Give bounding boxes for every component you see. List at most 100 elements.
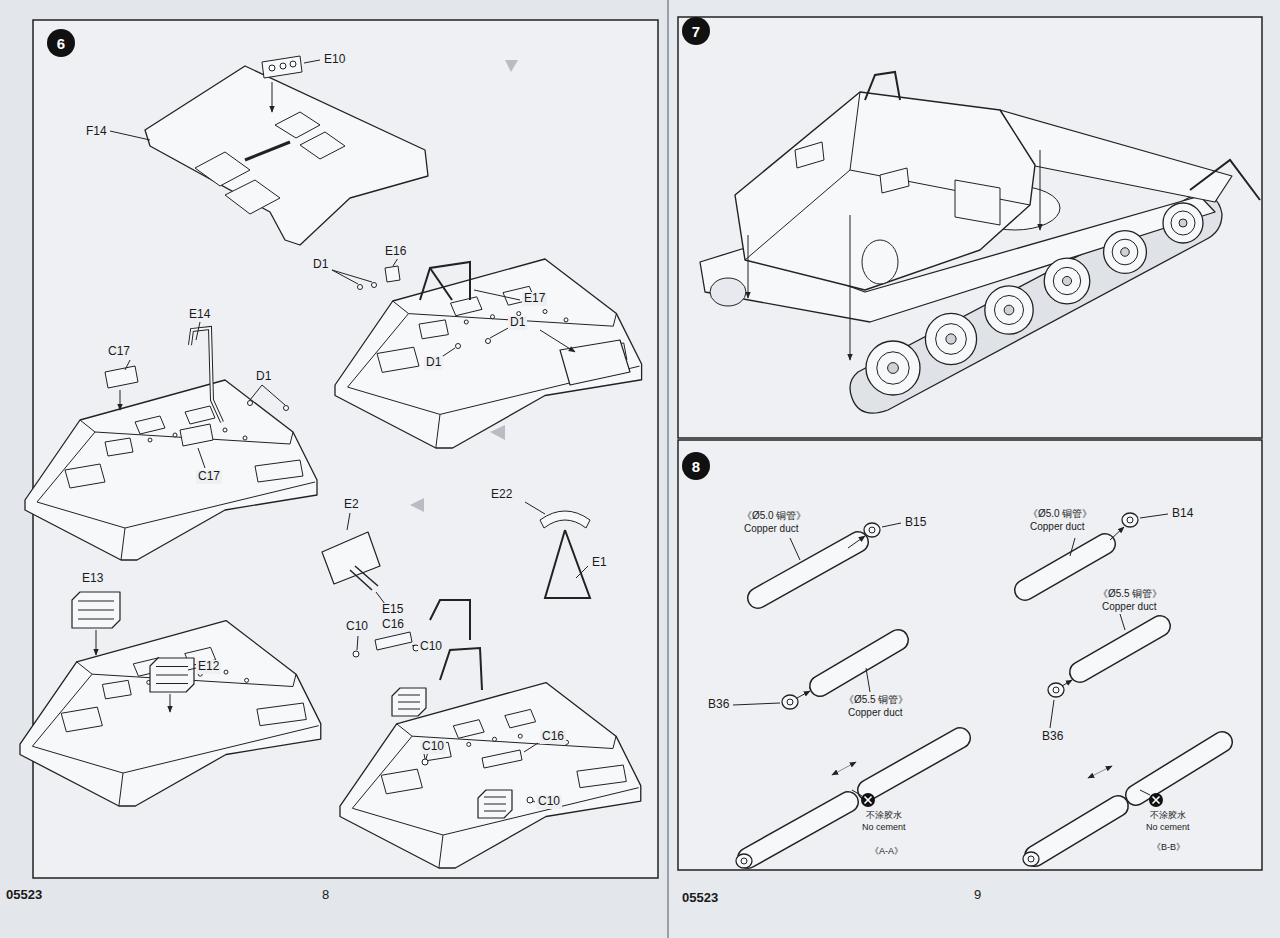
kit-number: 05523: [4, 888, 44, 903]
leader-line: [524, 743, 538, 752]
leader-line: [125, 360, 130, 370]
leader-line: [882, 523, 901, 527]
step-frame: [678, 440, 1262, 870]
bolt: [358, 285, 363, 290]
hatch: [453, 720, 484, 739]
box-part: [478, 790, 512, 818]
part-number: E15: [380, 603, 405, 617]
bolt: [422, 759, 428, 765]
copper-duct: [748, 802, 848, 858]
leader-line: [848, 536, 865, 548]
side-panel: [560, 340, 630, 385]
copper-duct: [748, 802, 848, 858]
box-rib: [78, 619, 114, 620]
box-rib: [156, 675, 188, 676]
part-number: E1: [590, 556, 609, 570]
copper-duct: [758, 542, 858, 598]
leader-line: [196, 322, 200, 340]
tube-cap: [864, 523, 880, 537]
hatch: [377, 347, 419, 372]
bolt: [491, 315, 495, 319]
leader-line: [1050, 700, 1054, 728]
bolt: [173, 433, 177, 437]
panel-line: [850, 170, 1030, 205]
step-number: 7: [682, 17, 710, 45]
leader-line: [120, 390, 121, 410]
leader-line: [1120, 614, 1125, 630]
tube-cap: [741, 858, 747, 864]
superstructure: [25, 380, 317, 560]
step-number-text: 6: [57, 36, 65, 51]
leader-line: [1140, 514, 1168, 518]
hatch: [275, 112, 320, 138]
support-part: [440, 648, 482, 690]
hatch: [451, 297, 483, 316]
slide-arrow: [832, 762, 856, 775]
part-number: E22: [489, 488, 514, 502]
hatch: [419, 320, 448, 339]
superstructure: [735, 92, 1035, 290]
box-part: [72, 592, 120, 628]
leader-line: [1062, 680, 1072, 686]
road-wheel: [1163, 203, 1203, 243]
tube-cap: [1048, 683, 1064, 697]
leader-line: [1070, 538, 1075, 556]
tube-cap: [869, 527, 875, 533]
leader-line: [540, 330, 575, 352]
material-note: Copper duct: [1100, 601, 1158, 613]
arch-part: [540, 511, 590, 528]
road-wheel: [925, 313, 976, 364]
slot: [245, 142, 290, 160]
part-number: E12: [196, 660, 221, 674]
panel-line: [32, 726, 318, 773]
box-rib: [398, 702, 420, 703]
side-panel: [955, 180, 1000, 225]
part-number: D1: [424, 356, 443, 370]
hatch: [61, 707, 102, 732]
leader-line: [733, 703, 780, 705]
bolt: [527, 797, 533, 803]
road-wheel: [985, 286, 1033, 334]
part-number: E16: [383, 245, 408, 259]
wheel-hub: [946, 334, 956, 344]
step-number: 6: [47, 29, 75, 57]
leader-line: [170, 694, 171, 712]
panel-line: [121, 528, 125, 560]
leader-line: [188, 668, 196, 670]
road-wheel: [1044, 258, 1090, 304]
step-frame: [678, 17, 1262, 438]
bolt: [518, 734, 522, 738]
support-part: [420, 262, 470, 300]
bolt: [372, 283, 377, 288]
part-number: D1: [254, 370, 273, 384]
road-wheel: [1104, 231, 1147, 274]
panel-line: [352, 788, 638, 835]
copper-duct: [1035, 806, 1118, 856]
copper-duct: [1025, 544, 1105, 590]
part-number: E13: [80, 572, 105, 586]
no-cement-icon: [865, 797, 872, 804]
box-rib: [398, 695, 420, 696]
hatch: [185, 406, 215, 424]
bolt: [486, 339, 491, 344]
bolt: [353, 651, 359, 657]
tube-cap: [782, 695, 798, 709]
leader-line: [110, 131, 150, 140]
leader-line: [866, 668, 870, 692]
leader-line: [1040, 150, 1041, 230]
leader-line: [850, 215, 851, 360]
wheel-rim: [936, 324, 967, 355]
leader-line: [533, 801, 535, 802]
bolt: [248, 401, 253, 406]
part-number: C16: [380, 618, 406, 632]
superstructure: [340, 683, 641, 868]
bolt: [467, 742, 471, 746]
hatch: [300, 132, 345, 159]
bolt: [224, 670, 228, 674]
material-note: Copper duct: [1028, 521, 1086, 533]
box-part: [880, 168, 909, 193]
wheel-rim: [877, 352, 909, 384]
leader-line: [1140, 790, 1150, 795]
support-part: [430, 268, 452, 300]
